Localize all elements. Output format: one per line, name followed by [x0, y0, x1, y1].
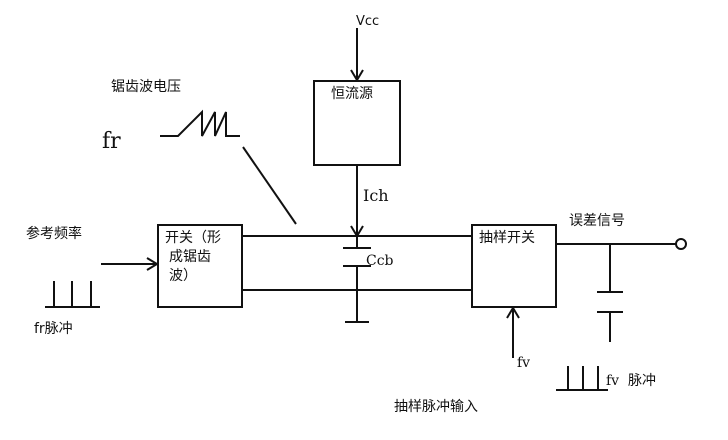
sampling-switch-block: 抽样开关 — [471, 224, 557, 308]
sawtooth-pointer — [242, 146, 297, 225]
output-terminal — [675, 238, 687, 250]
fv-pulse-train — [556, 366, 608, 391]
fv-input-arrow-head — [506, 306, 520, 319]
switch-block: 开关（形 成锯齿 波） — [157, 224, 243, 308]
current-source-block: 恒流源 — [313, 80, 401, 166]
fr-big-label: fr — [102, 129, 121, 154]
sawtooth-voltage-label: 锯齿波电压 — [111, 79, 181, 95]
fr-pulse-train — [45, 281, 100, 308]
reference-frequency-label: 参考频率 — [26, 226, 82, 242]
sampling-switch-label: 抽样开关 — [479, 230, 535, 246]
ccb-label: Ccb — [366, 253, 394, 269]
switch-label-line3: 波） — [169, 268, 197, 284]
fv-label: fv — [517, 355, 531, 371]
switch-label-line1: 开关（形 — [165, 230, 221, 246]
current-source-label: 恒流源 — [331, 86, 373, 102]
switch-label-line2: 成锯齿 — [169, 249, 211, 265]
fr-pulse-label: fr脉冲 — [34, 321, 73, 337]
sawtooth-waveform — [160, 109, 240, 137]
ich-label: Ich — [363, 186, 389, 205]
sampling-pulse-input-label: 抽样脉冲输入 — [394, 399, 478, 415]
error-signal-label: 误差信号 — [569, 213, 625, 229]
vcc-label: Vcc — [356, 14, 380, 29]
fv-pulse-label: fv 脉冲 — [606, 373, 656, 389]
